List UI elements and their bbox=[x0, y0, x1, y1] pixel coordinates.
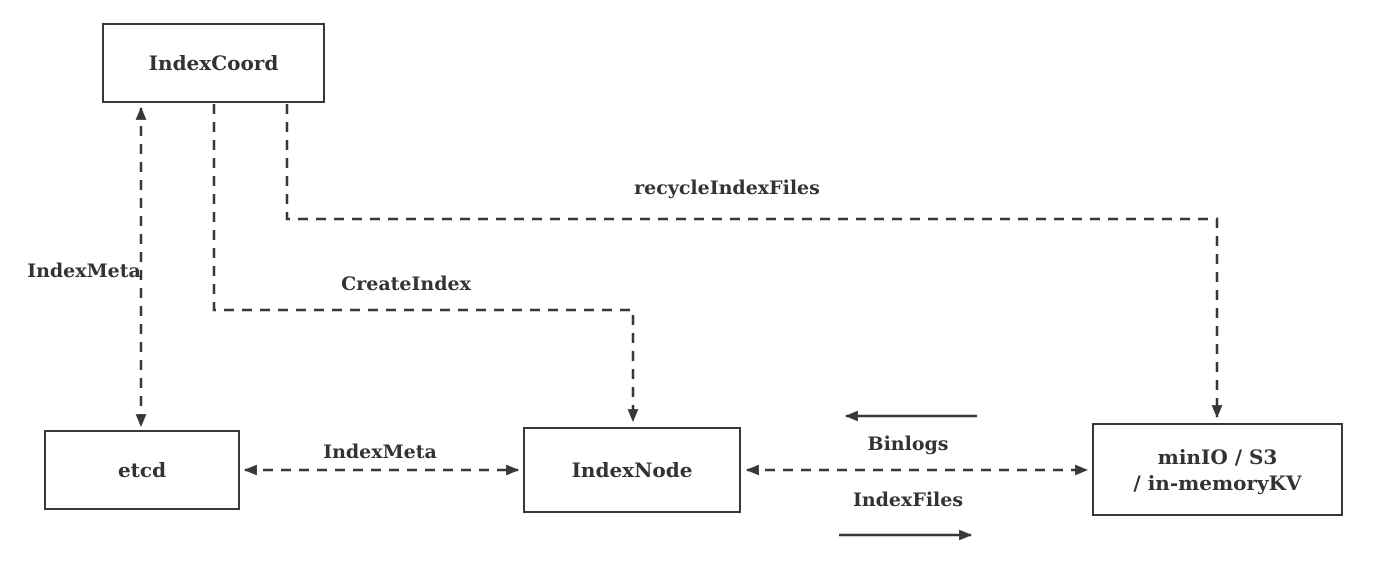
edge-label-createindex: CreateIndex bbox=[341, 273, 471, 295]
node-indexnode: IndexNode bbox=[523, 427, 741, 513]
edge-label-binlogs: Binlogs bbox=[867, 433, 949, 455]
node-etcd-label: etcd bbox=[117, 458, 167, 482]
edge-label-indexmeta-etcd-node: IndexMeta bbox=[323, 441, 437, 463]
edge-label-recycleindexfiles: recycleIndexFiles bbox=[634, 177, 820, 199]
node-indexcoord-label: IndexCoord bbox=[148, 51, 279, 75]
node-indexcoord: IndexCoord bbox=[102, 23, 325, 103]
edge-label-indexmeta-coord-etcd: IndexMeta bbox=[27, 260, 141, 282]
edge-label-indexfiles: IndexFiles bbox=[852, 489, 964, 511]
edge-recycleindexfiles bbox=[285, 104, 1223, 419]
node-storage: minIO / S3 / in-memoryKV bbox=[1092, 423, 1343, 516]
node-indexnode-label: IndexNode bbox=[571, 458, 693, 482]
edge-createindex bbox=[212, 104, 639, 423]
node-storage-label-line2: / in-memoryKV bbox=[1133, 470, 1302, 495]
node-storage-label: minIO / S3 / in-memoryKV bbox=[1133, 444, 1301, 496]
node-storage-label-line1: minIO / S3 bbox=[1157, 444, 1278, 469]
node-etcd: etcd bbox=[44, 430, 240, 510]
